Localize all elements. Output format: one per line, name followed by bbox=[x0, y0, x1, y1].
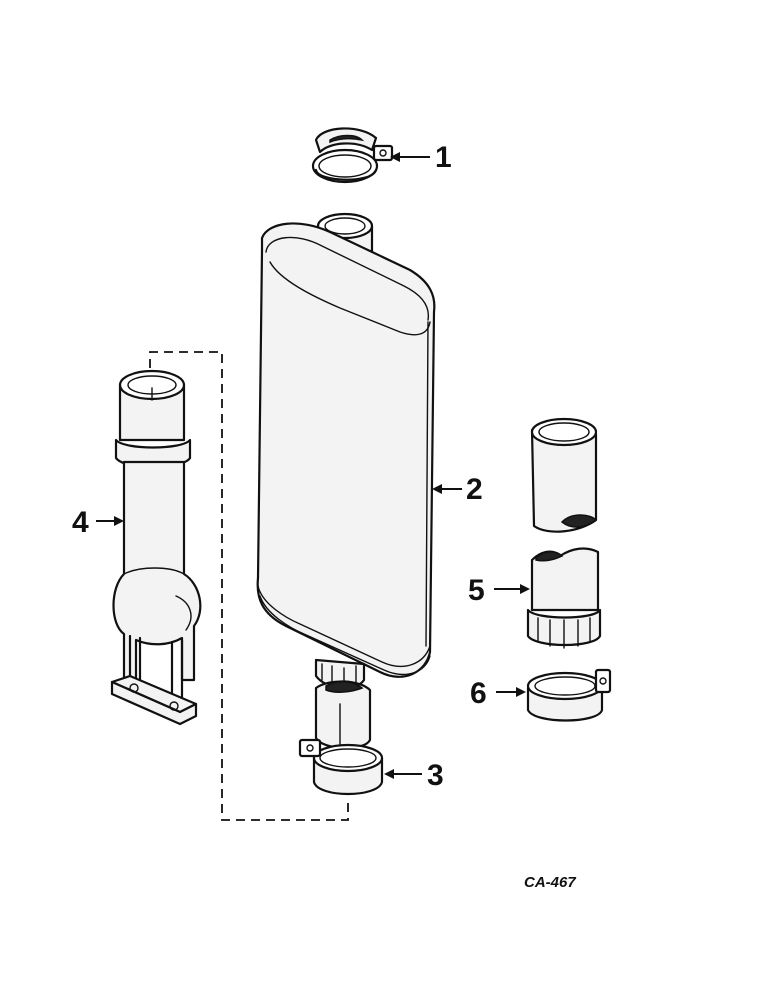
part-1-clamp bbox=[311, 127, 394, 184]
callout-5: 5 bbox=[468, 574, 530, 607]
reference-code: CA-467 bbox=[524, 874, 576, 891]
part-3-clamp bbox=[298, 738, 384, 796]
callout-4-label: 4 bbox=[72, 506, 89, 539]
callout-2: 2 bbox=[432, 473, 483, 506]
part-6-clamp bbox=[526, 668, 612, 722]
callout-6: 6 bbox=[470, 677, 526, 710]
callout-6-label: 6 bbox=[470, 677, 487, 710]
part-5-pipe-sections bbox=[526, 417, 602, 649]
callout-1: 1 bbox=[390, 141, 452, 174]
callout-3-label: 3 bbox=[427, 759, 444, 792]
part-4-tailpipe bbox=[110, 369, 202, 726]
callout-3: 3 bbox=[384, 759, 444, 792]
callout-4: 4 bbox=[72, 506, 124, 539]
part-2-muffler bbox=[256, 212, 436, 750]
alignment-dashed-line bbox=[149, 351, 349, 821]
callout-1-label: 1 bbox=[435, 141, 452, 174]
callout-2-label: 2 bbox=[466, 473, 483, 506]
callout-5-label: 5 bbox=[468, 574, 485, 607]
